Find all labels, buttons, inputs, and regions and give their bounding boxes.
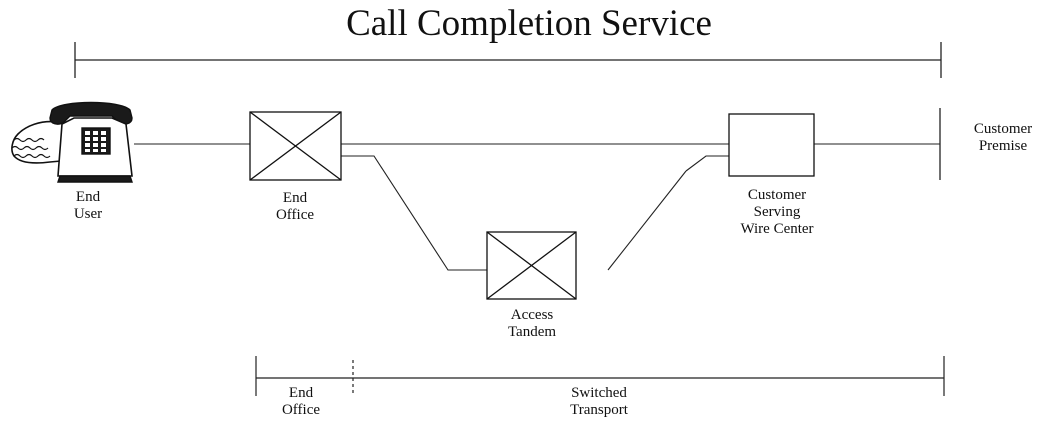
access-tandem-label: Access Tandem [507, 307, 557, 340]
segment-bar [255, 356, 945, 396]
end-user-label: End User [73, 189, 103, 222]
end-office-label: End Office [275, 190, 315, 223]
segment-end-office-label: End Office [281, 385, 321, 418]
diagram-title: Call Completion Service [346, 3, 712, 44]
connection-lines [134, 143, 940, 271]
wire-center-box [728, 113, 815, 177]
customer-premise-label: Customer Premise [973, 121, 1033, 154]
telephone-icon [11, 101, 133, 183]
access-tandem-switch [486, 231, 577, 300]
wire-center-label: Customer Serving Wire Center [740, 187, 814, 237]
end-office-switch [249, 111, 342, 181]
segment-switched-transport-label: Switched Transport [570, 385, 628, 418]
service-span-bar [74, 42, 942, 78]
